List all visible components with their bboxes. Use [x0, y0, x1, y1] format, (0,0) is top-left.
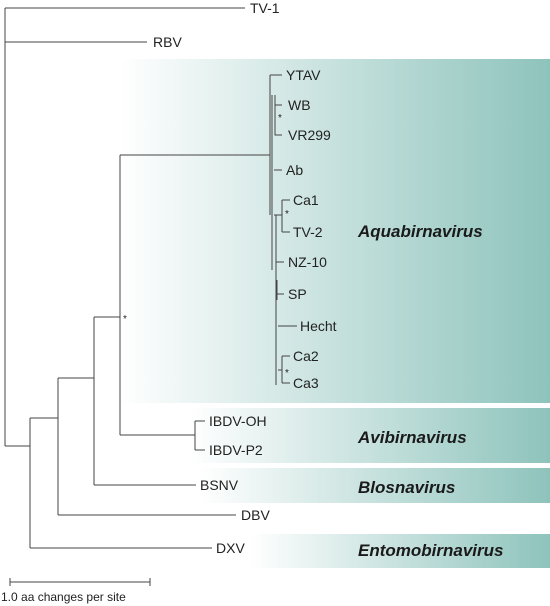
taxon-ca1: Ca1: [293, 192, 319, 208]
scale-bar-label: 1.0 aa changes per site: [1, 590, 126, 604]
taxon-tv1: TV-1: [250, 0, 280, 16]
taxon-dbv: DBV: [241, 507, 270, 523]
support-mark-ca1-tv2: *: [285, 209, 289, 220]
branch-sub1: [269, 75, 273, 270]
taxon-sp: SP: [288, 286, 307, 302]
taxon-ca3: Ca3: [293, 375, 319, 391]
branch-sp: [276, 280, 284, 300]
support-mark-aqua-avi: *: [123, 314, 127, 325]
taxon-ibdv-p2: IBDV-P2: [209, 442, 263, 458]
group-label-blosnavirus: Blosnavirus: [358, 478, 455, 497]
taxon-ab: Ab: [286, 162, 303, 178]
blosnavirus-band: [200, 468, 550, 503]
group-label-entomobirnavirus: Entomobirnavirus: [358, 541, 503, 560]
taxon-tv2: TV-2: [293, 224, 323, 240]
taxon-ibdv-oh: IBDV-OH: [209, 413, 267, 429]
entomobirnavirus-band: [250, 534, 550, 568]
group-label-avibirnavirus: Avibirnavirus: [357, 428, 467, 447]
taxon-rbv: RBV: [153, 34, 182, 50]
taxon-vr299: VR299: [288, 127, 331, 143]
branch-tv1: [4, 7, 245, 38]
avibirnavirus-band: [190, 408, 550, 463]
taxon-nz10: NZ-10: [288, 254, 327, 270]
scale-bar: 1.0 aa changes per site: [1, 578, 151, 604]
taxon-bsnv: BSNV: [200, 477, 239, 493]
branch-vr299: [274, 125, 282, 136]
support-mark-ca2-ca3: *: [285, 368, 289, 379]
taxon-ca2: Ca2: [293, 348, 319, 364]
taxon-dxv: DXV: [216, 540, 245, 556]
support-mark-wb-vr299: *: [278, 113, 282, 124]
taxon-ytav: YTAV: [286, 67, 321, 83]
tree-branches: [4, 7, 297, 549]
taxon-wb: WB: [288, 97, 311, 113]
scale-bar-line: [9, 578, 151, 586]
taxon-hecht: Hecht: [300, 318, 337, 334]
group-label-aquabirnavirus: Aquabirnavirus: [357, 222, 483, 241]
aquabirnavirus-band: [120, 59, 550, 403]
